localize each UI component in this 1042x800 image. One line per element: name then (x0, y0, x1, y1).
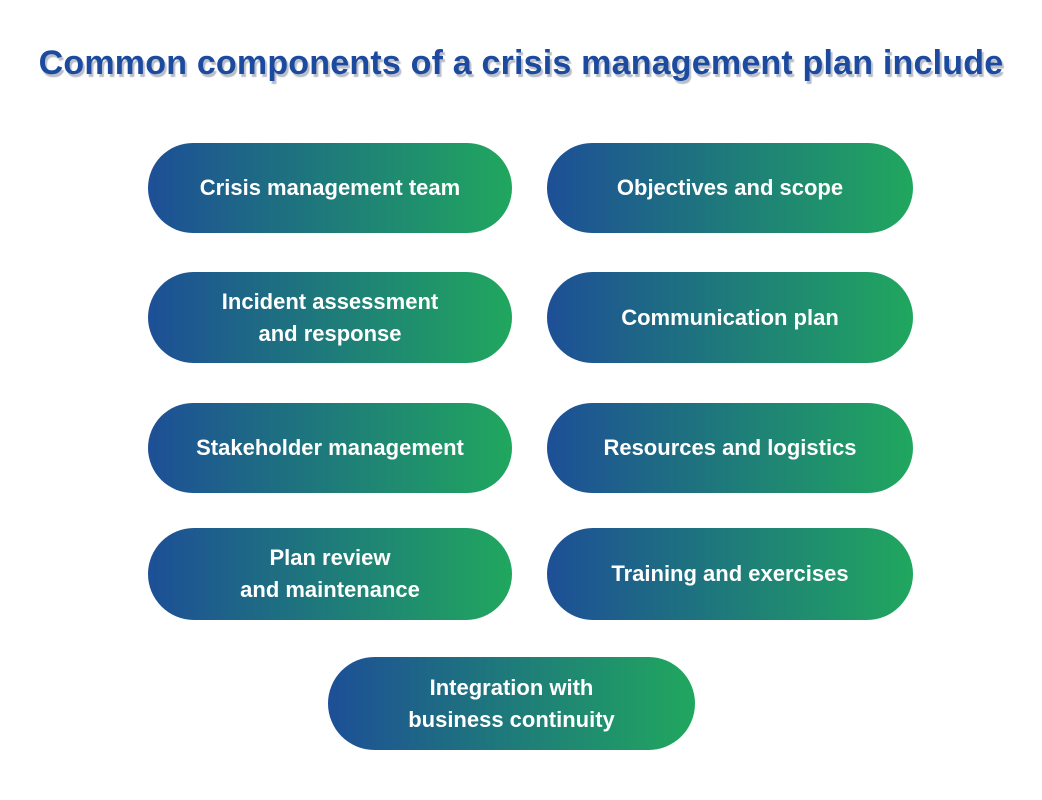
pill-label: Crisis management team (199, 175, 461, 201)
pill-training-and-exercises: Training and exercises (547, 528, 913, 620)
pill-label: Training and exercises (611, 561, 849, 587)
pill-plan-review-maintenance: Plan review and maintenance (148, 528, 512, 620)
pill-label: Objectives and scope (616, 175, 844, 201)
pill-crisis-management-team: Crisis management team (148, 143, 512, 233)
page-title: Common components of a crisis management… (38, 44, 1004, 82)
pill-label: Communication plan (621, 304, 839, 330)
pill-resources-and-logistics: Resources and logistics (547, 403, 913, 493)
pill-integration-business-continuity: Integration with business continuity (328, 657, 695, 750)
pill-objectives-and-scope: Objectives and scope (547, 143, 913, 233)
pill-label: Integration with business continuity (408, 674, 615, 732)
pill-incident-assessment-response: Incident assessment and response (148, 272, 512, 363)
pill-label: Plan review and maintenance (240, 545, 420, 602)
pill-stakeholder-management: Stakeholder management (148, 403, 512, 493)
pill-label: Incident assessment and response (221, 288, 439, 346)
pill-label: Resources and logistics (603, 435, 857, 461)
pill-label: Stakeholder management (196, 435, 464, 461)
pill-communication-plan: Communication plan (547, 272, 913, 363)
